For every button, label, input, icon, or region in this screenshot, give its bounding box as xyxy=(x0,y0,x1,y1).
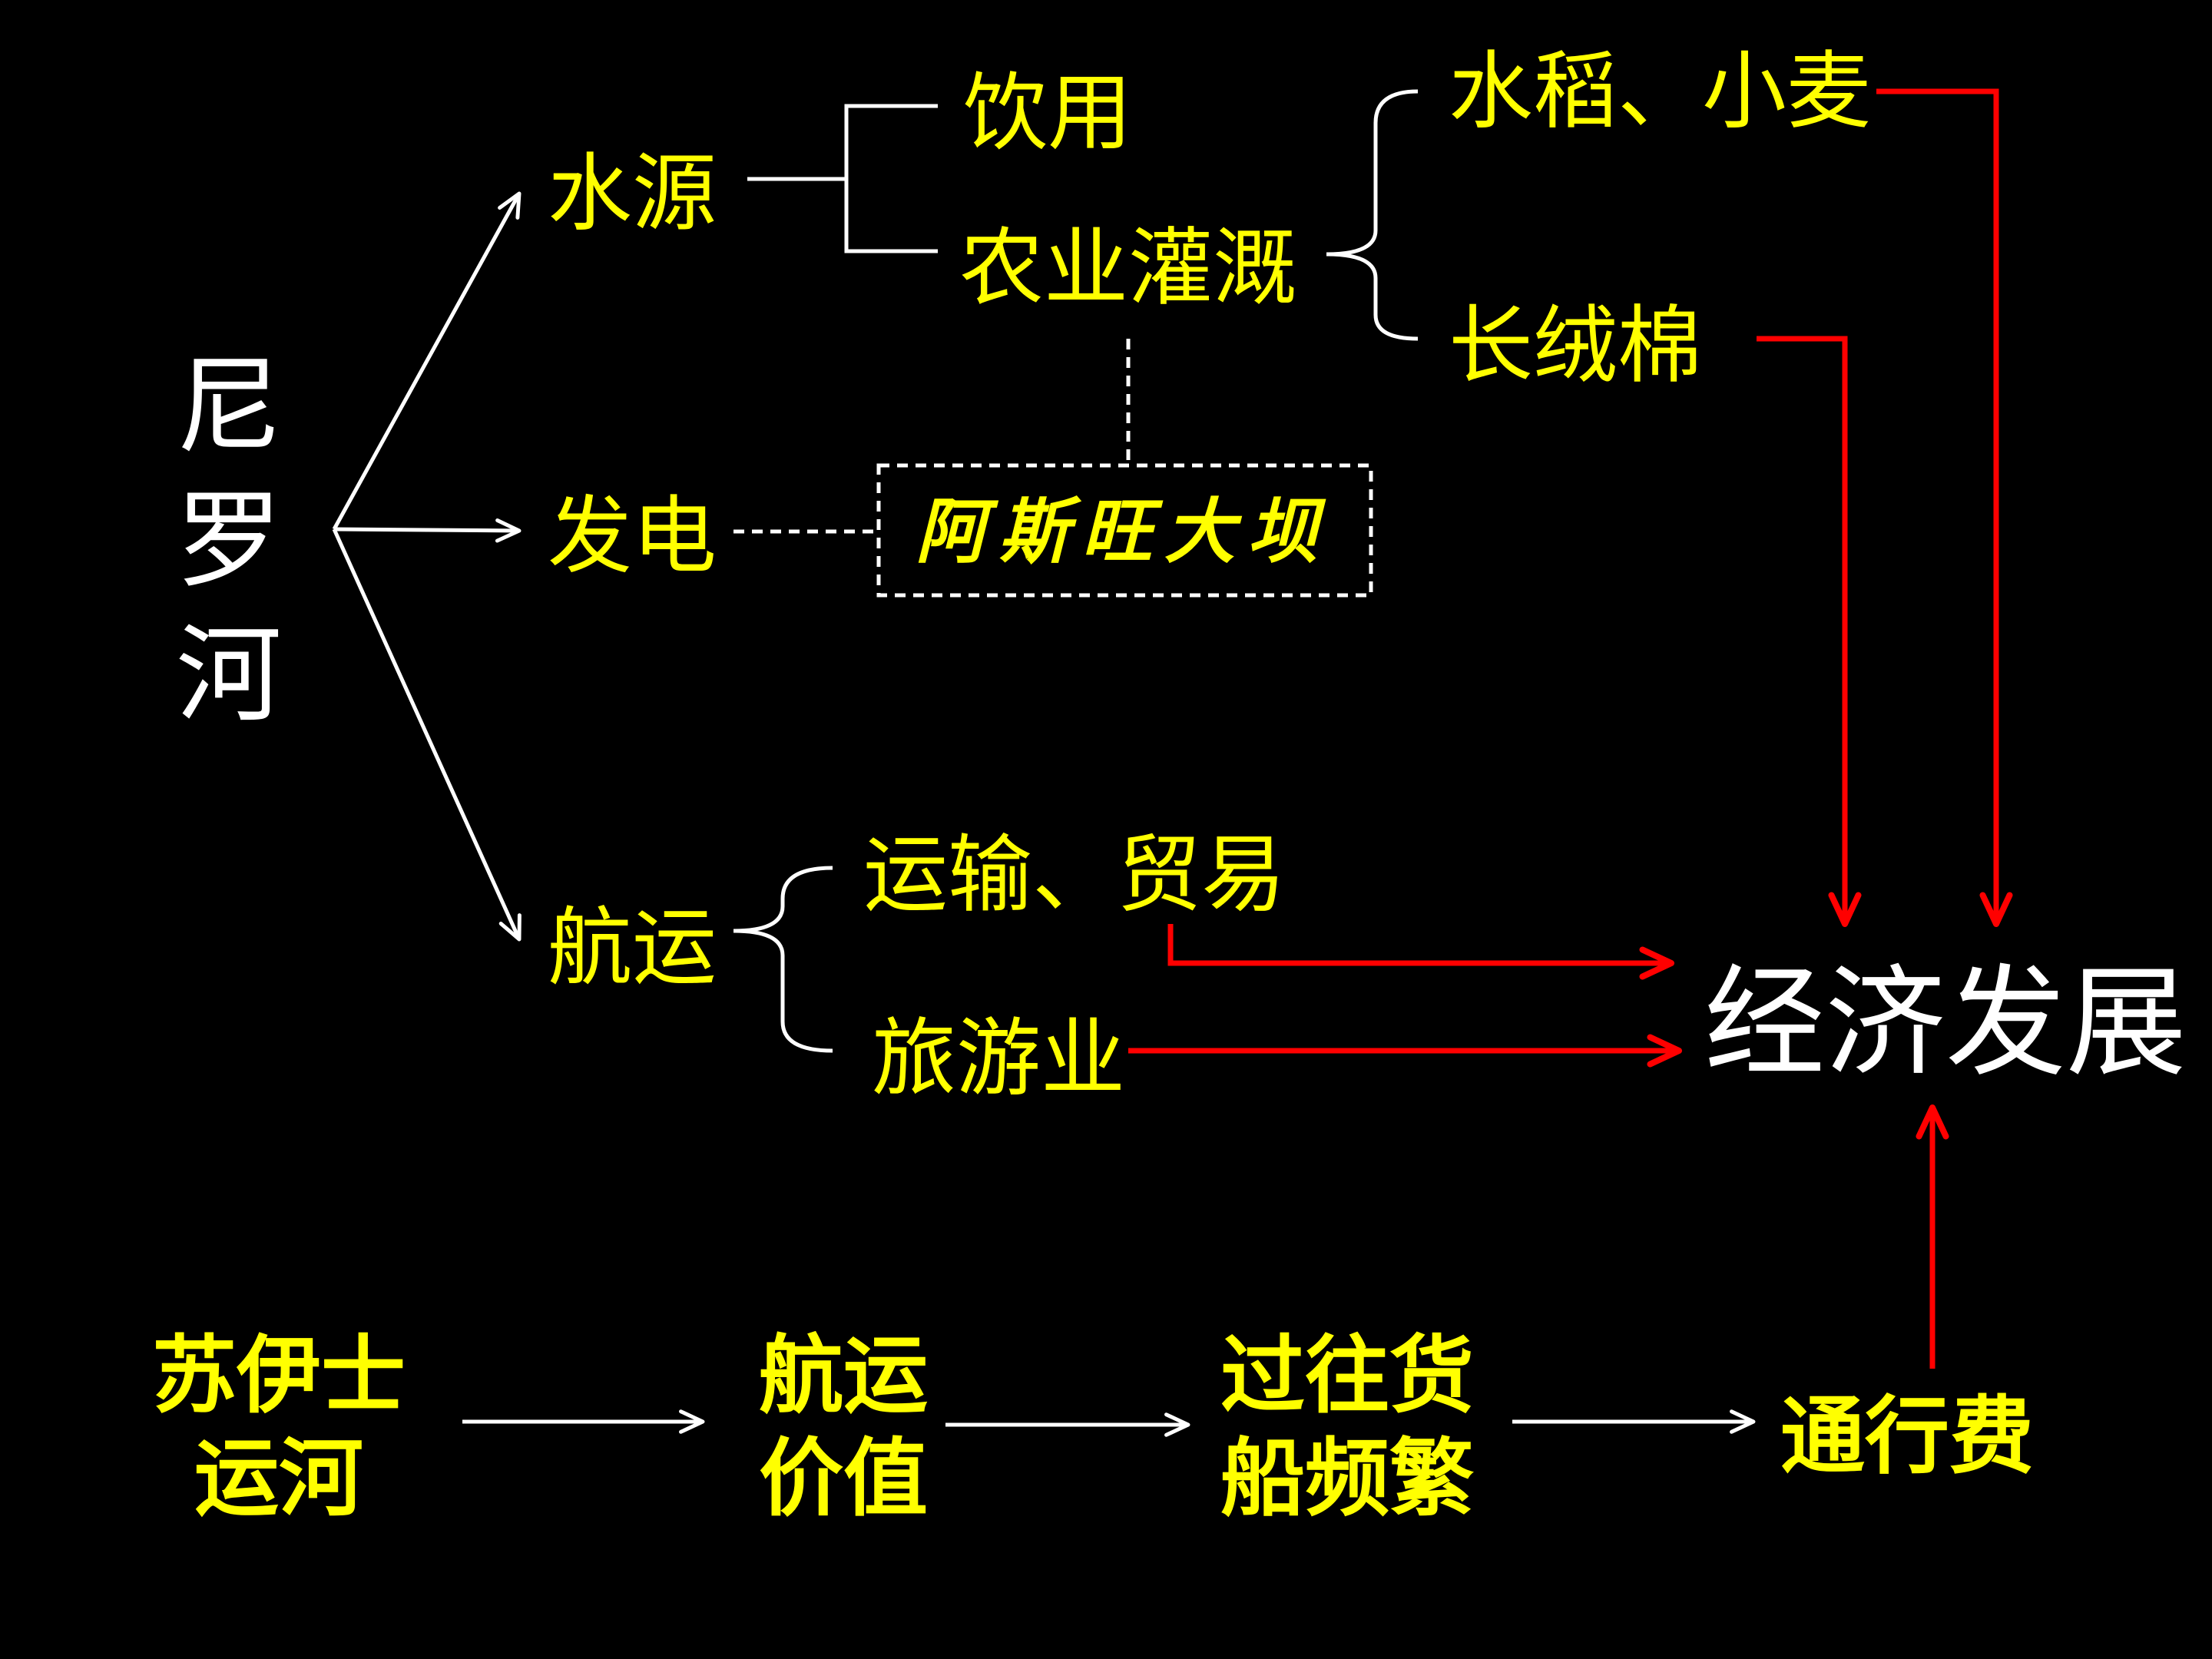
water-source-label: 水源 xyxy=(548,144,717,243)
irrigation-label: 农业灌溉 xyxy=(959,219,1297,317)
red-arrow-trade-to-economy xyxy=(1167,924,1674,980)
transport-trade-label: 运输、贸易 xyxy=(863,826,1286,924)
power-label: 发电 xyxy=(548,487,717,585)
tourism-label: 旅游业 xyxy=(872,1009,1125,1108)
suez-canal-line-2: 运河 xyxy=(194,1429,363,1528)
shipping-value-line-1: 航运 xyxy=(759,1326,928,1425)
ship-traffic-line-2: 船频繁 xyxy=(1220,1429,1474,1528)
nile-title: 尼罗河 xyxy=(157,349,281,753)
shipping-label: 航运 xyxy=(548,899,717,997)
toll-label: 通行费 xyxy=(1780,1387,2034,1485)
drinking-label: 饮用 xyxy=(963,64,1132,162)
shipping-value-label: 航运 价值 xyxy=(705,1324,982,1530)
arrow-nile-to-shipping xyxy=(332,528,522,942)
rice-wheat-label: 水稻、小麦 xyxy=(1449,42,1871,141)
suez-canal-label: 苏伊士 运河 xyxy=(141,1324,417,1530)
arrow-nile-to-power xyxy=(333,518,522,543)
aswan-dam-label: 阿斯旺大坝 xyxy=(916,490,1331,573)
suez-canal-line-1: 苏伊士 xyxy=(152,1326,406,1425)
bracket-water-uses xyxy=(747,104,938,253)
shipping-value-line-2: 价值 xyxy=(759,1429,928,1528)
arrow-nile-to-water-source xyxy=(332,191,522,531)
ship-traffic-line-1: 过往货 xyxy=(1220,1326,1474,1425)
red-arrow-cotton-to-economy xyxy=(1757,336,1862,927)
brace-irrigation-crops xyxy=(1326,89,1419,341)
dam-dashed-box xyxy=(876,463,1373,598)
economic-development-label: 经济发展 xyxy=(1704,953,2187,1094)
red-arrow-rice-wheat-to-economy xyxy=(1876,88,2013,927)
ship-traffic-label: 过往货 船频繁 xyxy=(1209,1324,1485,1530)
brace-shipping-uses xyxy=(733,866,833,1053)
cotton-label: 长绒棉 xyxy=(1449,296,1702,395)
